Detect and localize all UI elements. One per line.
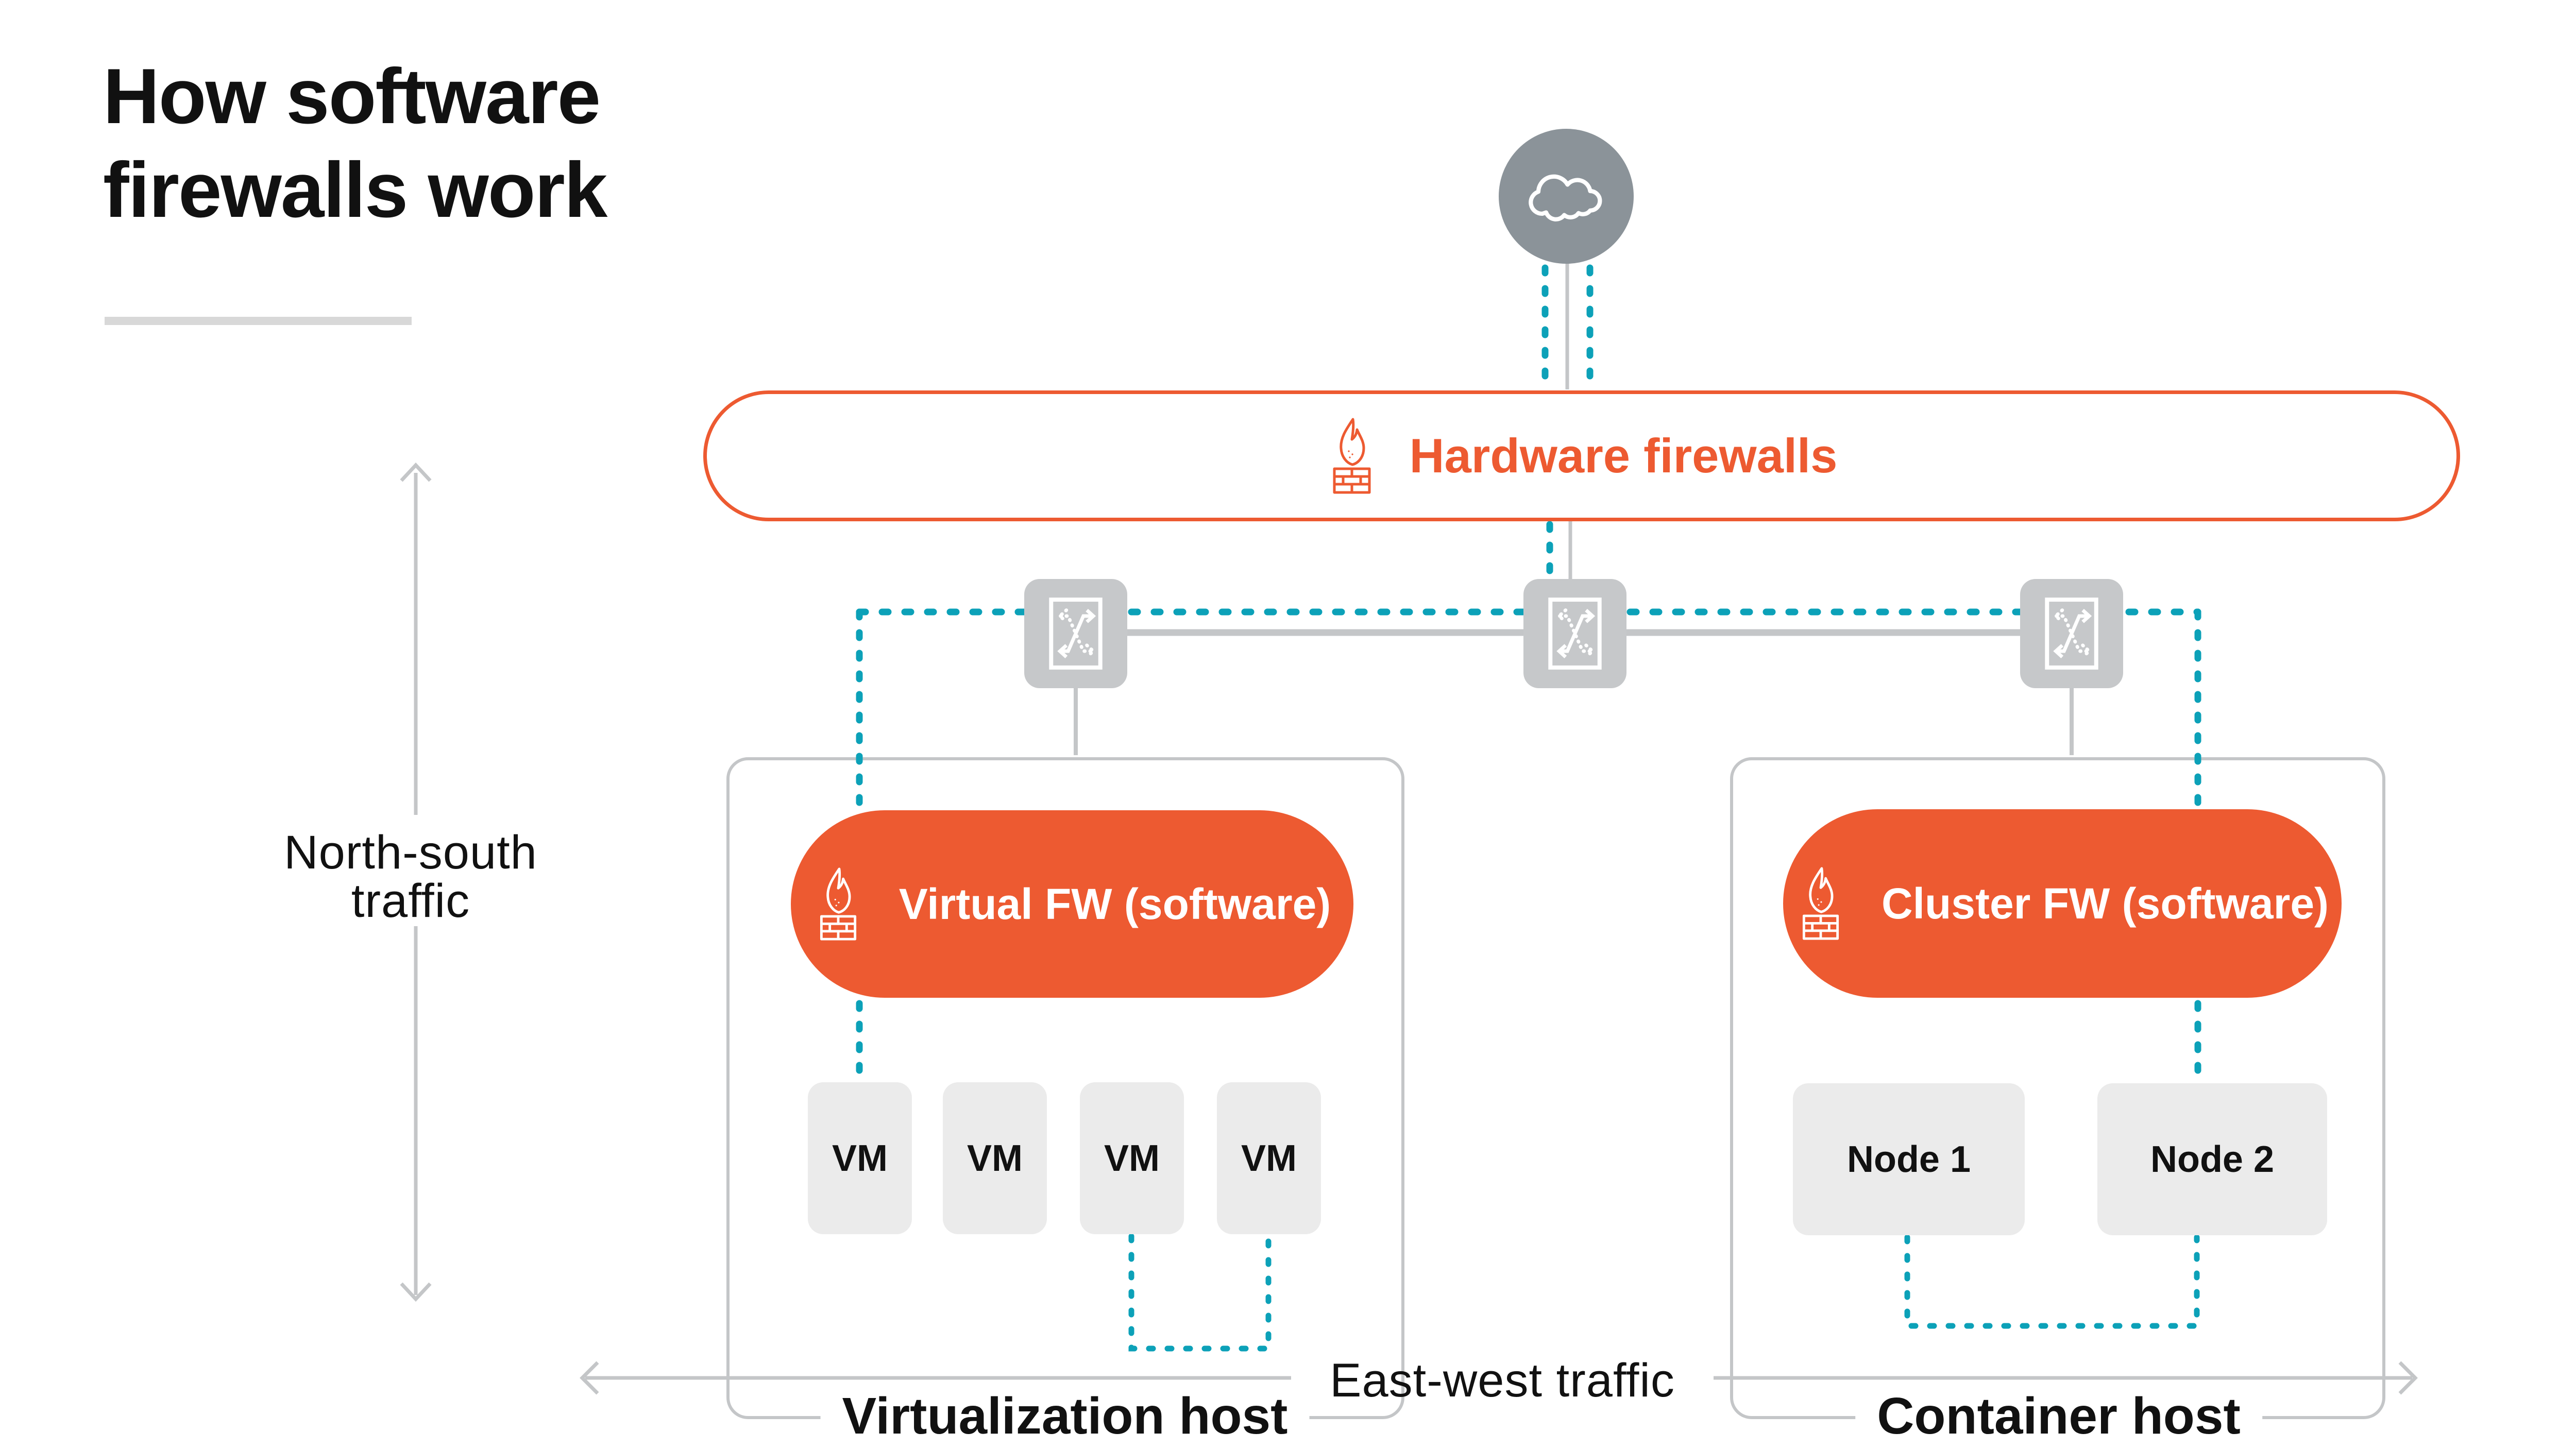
network-switch-icon: [2045, 598, 2098, 670]
virtualization-host-label: Virtualization host: [820, 1387, 1310, 1446]
firewall-flame-brick-icon: [1333, 418, 1371, 494]
virtual-fw-pill: Virtual FW (software): [791, 810, 1353, 998]
firewall-flame-brick-icon: [1802, 867, 1839, 940]
title-underline: [105, 317, 412, 325]
core-switch-middle: [1523, 579, 1626, 688]
north-south-line2: traffic: [351, 875, 470, 927]
vm-label: VM: [967, 1137, 1023, 1179]
cloud-to-hardware-links: [1541, 264, 1594, 391]
node-box-1: Node 1: [1793, 1083, 2025, 1235]
hardware-firewalls-pill: Hardware firewalls: [703, 390, 2460, 521]
vm-box-3: VM: [1080, 1082, 1184, 1234]
firewall-flame-brick-icon: [820, 867, 856, 941]
cloud-icon: [1529, 174, 1602, 221]
network-switch-icon: [1548, 598, 1602, 670]
node-label: Node 1: [1846, 1138, 1971, 1180]
cluster-fw-label: Cluster FW (software): [1881, 879, 2329, 928]
hardware-to-switch-links: [1546, 521, 1572, 591]
switch-to-host-links: [1074, 688, 2074, 755]
north-south-traffic-label: North-south traffic: [211, 828, 610, 925]
cluster-fw-pill: Cluster FW (software): [1783, 809, 2342, 998]
node-label: Node 2: [2150, 1138, 2275, 1180]
vm-label: VM: [832, 1137, 888, 1179]
vm-label: VM: [1104, 1137, 1160, 1179]
internet-cloud-badge: [1499, 129, 1634, 264]
node-box-2: Node 2: [2097, 1083, 2327, 1235]
north-south-line1: North-south: [284, 826, 537, 879]
page-title-line1: How software: [103, 53, 601, 140]
page-title-line2: firewalls work: [103, 146, 607, 234]
network-switch-icon: [1049, 598, 1103, 670]
vm-label: VM: [1241, 1137, 1297, 1179]
page-title: How software firewalls work: [103, 49, 607, 237]
container-host-label: Container host: [1855, 1387, 2262, 1446]
hardware-firewalls-label: Hardware firewalls: [1409, 429, 1838, 483]
vm-box-4: VM: [1217, 1082, 1321, 1234]
access-switch-left: [1024, 579, 1127, 688]
access-switch-right: [2020, 579, 2123, 688]
virtual-fw-label: Virtual FW (software): [899, 879, 1331, 928]
vm-box-1: VM: [808, 1082, 912, 1234]
vm-box-2: VM: [943, 1082, 1047, 1234]
east-west-traffic-label: East-west traffic: [1330, 1354, 1675, 1407]
